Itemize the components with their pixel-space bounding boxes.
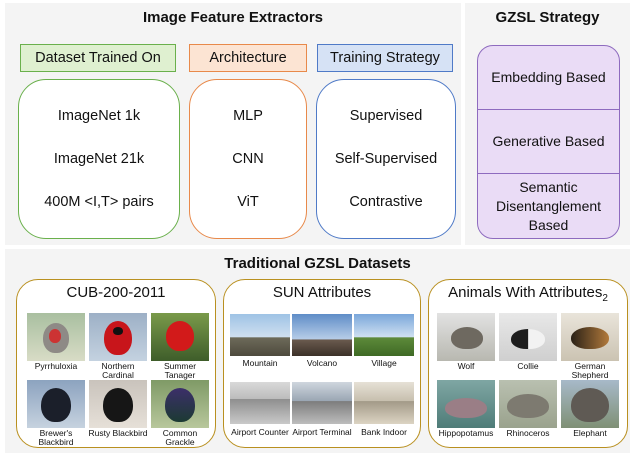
common-grackle-image bbox=[151, 380, 209, 428]
summer-tanager-label: Summer Tanager bbox=[163, 361, 197, 380]
mountain-label: Mountain bbox=[242, 358, 278, 368]
german-shepherd-image bbox=[561, 313, 619, 361]
airport-terminal-label: Airport Terminal bbox=[292, 427, 352, 437]
pyrrhuloxia-image bbox=[27, 313, 85, 361]
summer-tanager-image bbox=[151, 313, 209, 361]
dataset-item: ImageNet 21k bbox=[53, 150, 145, 167]
collie-image bbox=[499, 313, 557, 361]
volcano-image bbox=[292, 314, 352, 356]
training-strategy-box: Supervised Self-Supervised Contrastive bbox=[316, 79, 456, 239]
volcano-label: Volcano bbox=[306, 358, 338, 368]
gzsl-strategy-box: Embedding Based Generative Based Semanti… bbox=[477, 45, 620, 239]
mountain-image bbox=[230, 314, 290, 356]
strategy-embedding: Embedding Based bbox=[478, 46, 619, 110]
village-image bbox=[354, 314, 414, 356]
training-strategy-item: Self-Supervised bbox=[334, 150, 438, 167]
rhinoceros-image bbox=[499, 380, 557, 428]
architecture-item: MLP bbox=[233, 107, 263, 124]
airport-counter-image bbox=[230, 382, 290, 424]
strategy-generative: Generative Based bbox=[478, 110, 619, 174]
training-strategy-header: Training Strategy bbox=[317, 44, 453, 72]
training-strategy-item: Contrastive bbox=[349, 194, 423, 211]
training-strategy-item: Supervised bbox=[349, 107, 423, 124]
village-label: Village bbox=[371, 358, 397, 368]
architecture-header: Architecture bbox=[189, 44, 307, 72]
northern-cardinal-image bbox=[89, 313, 147, 361]
architecture-item: CNN bbox=[232, 150, 264, 167]
hippopotamus-label: Hippopotamus bbox=[438, 428, 494, 438]
dataset-trained-on-header: Dataset Trained On bbox=[20, 44, 176, 72]
architecture-item: ViT bbox=[237, 194, 259, 211]
elephant-image bbox=[561, 380, 619, 428]
gzsl-strategy-title: GZSL Strategy bbox=[495, 9, 600, 26]
awa2-title: Animals With Attributes2 bbox=[448, 284, 608, 304]
german-shepherd-label: German Shepherd bbox=[571, 361, 609, 380]
wolf-image bbox=[437, 313, 495, 361]
northern-cardinal-label: Northern Cardinal bbox=[101, 361, 135, 380]
rhinoceros-label: Rhinoceros bbox=[506, 428, 550, 438]
dataset-item: ImageNet 1k bbox=[57, 107, 141, 124]
architecture-box: MLP CNN ViT bbox=[189, 79, 307, 239]
airport-terminal-image bbox=[292, 382, 352, 424]
bank-indoor-image bbox=[354, 382, 414, 424]
rusty-blackbird-image bbox=[89, 380, 147, 428]
hippopotamus-image bbox=[437, 380, 495, 428]
common-grackle-label: Common Grackle bbox=[162, 428, 198, 447]
rusty-blackbird-label: Rusty Blackbird bbox=[88, 428, 148, 438]
cub-title: CUB-200-2011 bbox=[66, 284, 166, 301]
brewers-blackbird-image bbox=[27, 380, 85, 428]
brewers-blackbird-label: Brewer's Blackbird bbox=[38, 428, 74, 447]
pyrrhuloxia-label: Pyrrhuloxia bbox=[34, 361, 78, 371]
datasets-title: Traditional GZSL Datasets bbox=[224, 255, 411, 272]
feature-extractors-title: Image Feature Extractors bbox=[142, 9, 324, 26]
dataset-trained-on-box: ImageNet 1k ImageNet 21k 400M <I,T> pair… bbox=[18, 79, 180, 239]
airport-counter-label: Airport Counter bbox=[231, 427, 289, 437]
sun-title: SUN Attributes bbox=[272, 284, 372, 301]
wolf-label: Wolf bbox=[457, 361, 475, 371]
bank-indoor-label: Bank Indoor bbox=[361, 427, 407, 437]
dataset-item: 400M <I,T> pairs bbox=[44, 194, 154, 211]
collie-label: Collie bbox=[517, 361, 539, 371]
elephant-label: Elephant bbox=[573, 428, 607, 438]
strategy-semantic-disentanglement: Semantic Disentanglement Based bbox=[495, 179, 602, 233]
